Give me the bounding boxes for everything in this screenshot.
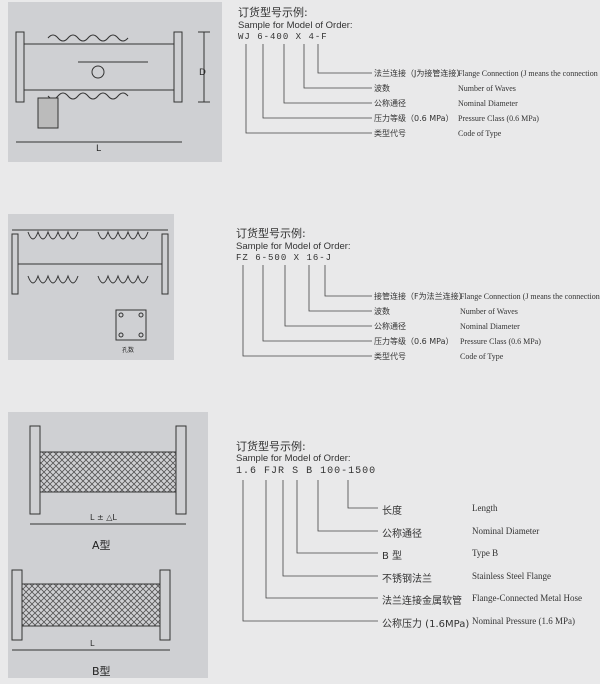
item-zh: 法兰连接金属软管 [382,596,462,607]
model-code: 1.6 FJR S B 100-1500 [236,466,376,477]
item-en: Flange Connection (J means the connectio… [460,292,600,301]
order-subtitle: Sample for Model of Order: [236,241,351,252]
code-separator: - [319,253,326,263]
item-zh: 类型代号 [374,129,406,138]
code-part: 1500 [348,466,377,477]
dimension-label-b: L [88,639,97,648]
item-en: Stainless Steel Flange [472,571,551,581]
code-separator: - [341,466,349,477]
item-zh: 公称通径 [374,322,406,331]
expansion-joint-drawing-1 [15,31,210,143]
code-separator: - [261,253,269,263]
code-part: B [306,466,314,477]
code-part: 6 [257,32,264,42]
item-zh: 长度 [382,506,402,517]
item-zh: 波数 [374,84,390,93]
drawing-panel-2: 孔数 [8,214,174,360]
code-separator: - [314,32,322,42]
drawing-panel-1: D L [8,2,222,162]
item-zh: 波数 [374,307,390,316]
item-zh: 公称通径 [382,529,422,540]
metal-hose-drawing [11,425,187,651]
item-zh: 不锈钢法兰 [382,574,432,585]
code-separator: - [263,32,271,42]
order-title: 订货型号示例: [238,6,308,19]
code-part: 500 [268,253,288,263]
code-part: 400 [270,32,290,42]
item-en: Number of Waves [460,307,518,316]
item-en: Type B [472,548,499,558]
hole-label: 孔数 [122,347,135,354]
order-title: 订货型号示例: [236,440,306,453]
item-en: Nominal Diameter [472,526,540,536]
item-en: Length [472,503,498,513]
code-part: 1.6 [236,466,258,477]
item-zh: 类型代号 [374,352,406,361]
item-en: Nominal Pressure (1.6 MPa) [472,616,575,626]
item-en: Nominal Diameter [460,322,520,331]
model-code: WJ 6-400 X 4-F [238,32,328,42]
code-part: 100 [320,466,342,477]
item-zh: 法兰连接（J为接管连接） [374,69,465,78]
item-en: Flange Connection (J means the connectio… [458,69,600,78]
model-code: FZ 6-500 X 16-J [236,253,332,263]
order-subtitle: Sample for Model of Order: [238,20,353,31]
code-part: 16 [306,253,320,263]
code-part: FJR [264,466,286,477]
type-b-label: B型 [92,665,111,678]
dimension-label-d: D [199,68,206,78]
dimension-label-l: L [96,144,102,154]
dimension-label-a: L ± △L [88,513,119,522]
code-part: F [321,32,328,42]
item-en: Number of Waves [458,84,516,93]
item-en: Flange-Connected Metal Hose [472,593,582,603]
item-en: Pressure Class (0.6 MPa) [458,114,539,123]
item-en: Pressure Class (0.6 MPa) [460,337,541,346]
type-a-label: A型 [92,539,111,552]
item-zh: 公称压力 (1.6MPa) [382,619,470,630]
item-zh: 接管连接（F为法兰连接） [374,292,467,301]
code-part: WJ [238,32,251,42]
code-part: X [295,32,303,42]
code-part: FZ [236,253,249,263]
item-en: Nominal Diameter [458,99,518,108]
order-subtitle: Sample for Model of Order: [236,453,351,464]
code-part: J [325,253,333,263]
order-title: 订货型号示例: [236,227,306,240]
item-zh: 压力等级（0.6 MPa） [374,114,454,123]
item-en: Code of Type [458,129,502,138]
code-part: X [293,253,301,263]
item-zh: 压力等级（0.6 MPa） [374,337,454,346]
item-zh: 公称通径 [374,99,406,108]
item-zh: B 型 [382,551,403,562]
code-part: 6 [255,253,262,263]
expansion-joint-drawing-2 [11,229,169,341]
code-part: S [292,466,300,477]
code-part: 4 [308,32,315,42]
item-en: Code of Type [460,352,504,361]
drawing-panel-3: L ± △L L [8,412,208,678]
